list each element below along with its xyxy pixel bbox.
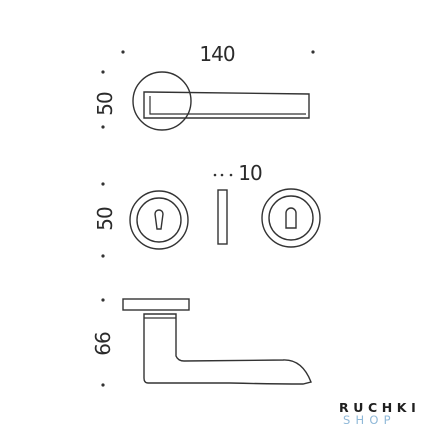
brand-logo-line2: SHOP [343,413,396,426]
cylinder-escutcheon-outer [261,188,321,248]
top-view: 140 50 50 [93,42,315,131]
brand-logo: RUCHKI SHOP [339,400,420,426]
dim-rose-height-label: 50 [93,92,117,116]
dim-marker-right [311,50,315,54]
dim-thickness-label: 10 [238,161,262,185]
lever-top-outline [143,91,310,119]
euro-cylinder-icon [285,207,297,229]
dim-esc-marker-bottom [101,254,105,258]
dim-lever-marker-top [101,298,105,302]
dim-thickness-marker-2 [220,173,224,177]
dim-thickness-marker-3 [229,173,233,177]
rose-side-profile [122,298,190,311]
escutcheon-view: 10 50 [93,161,321,258]
escutcheon-side-profile [217,189,228,245]
dim-marker-left [121,50,125,54]
cylinder-escutcheon-inner [268,195,314,241]
lever-top-inner [149,96,306,115]
dim-escutcheon-height-label: 50 [93,207,117,231]
brand-logo-line1: RUCHKI [339,400,420,415]
dim-marker-top [101,70,105,74]
key-escutcheon-inner [136,197,182,243]
dim-width-label: 140 [199,42,234,66]
dim-lever-marker-bottom [101,383,105,387]
keyhole-icon [154,209,164,230]
side-view: 66 [91,298,312,387]
dim-thickness-marker-1 [213,173,217,177]
rose-outline [132,71,192,131]
lever-side-outline [143,313,312,385]
dim-marker-bottom [101,125,105,129]
dim-esc-marker-top [101,182,105,186]
key-escutcheon-outer [129,190,189,250]
dim-lever-height-label: 66 [91,332,115,356]
